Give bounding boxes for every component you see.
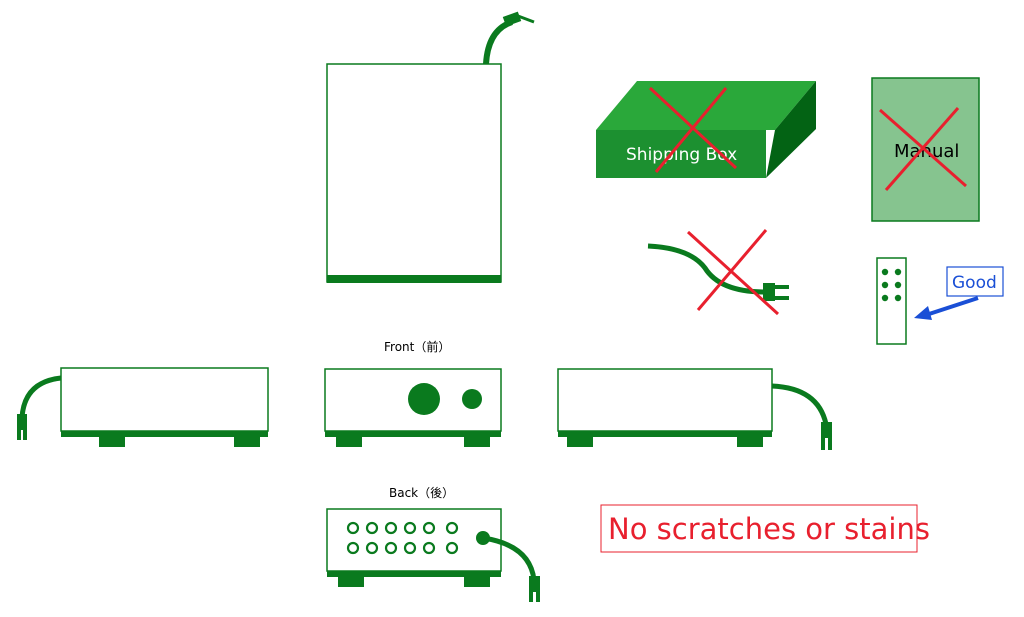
- manual: Manual: [871, 77, 980, 222]
- shipping-box-label: Shipping Box: [626, 145, 737, 165]
- device-right-side-view: [557, 368, 832, 450]
- good-callout-label: Good: [952, 273, 997, 293]
- shipping-box-x-mark-icon: [648, 86, 738, 173]
- device-left-side-view: [17, 367, 269, 447]
- small-knob: [462, 389, 482, 409]
- cable-x-mark-icon: [686, 229, 780, 316]
- device-back-view: [326, 508, 540, 602]
- arrow-icon: [914, 296, 979, 320]
- remote-control-icon: [876, 257, 907, 345]
- condition-note-text: No scratches or stains: [608, 512, 930, 546]
- power-cable-icon: [647, 229, 789, 316]
- back-view-label: Back（後）: [389, 486, 454, 500]
- shipping-box: Shipping Box: [596, 81, 816, 178]
- device-top-view: [326, 11, 535, 283]
- condition-note: No scratches or stains: [600, 504, 930, 553]
- good-callout: Good: [914, 266, 1004, 320]
- back-ports: [346, 521, 459, 555]
- large-knob: [408, 383, 440, 415]
- front-view-label: Front（前）: [384, 339, 450, 354]
- manual-x-mark-icon: [879, 107, 967, 191]
- device-front-view: [324, 368, 502, 447]
